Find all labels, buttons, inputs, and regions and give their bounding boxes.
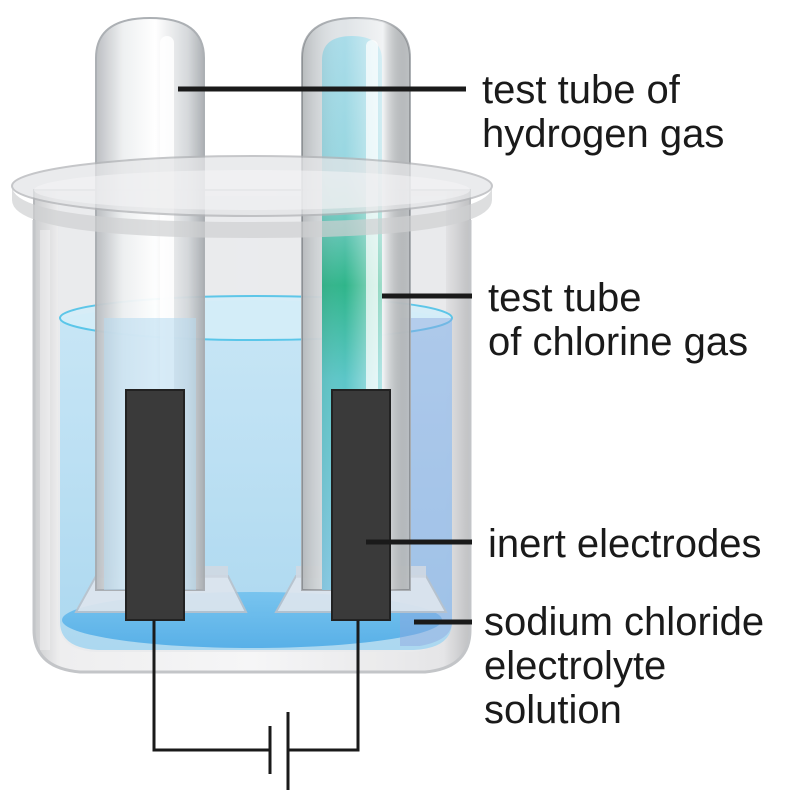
wire-left <box>152 620 270 752</box>
label-line: hydrogen gas <box>482 112 725 156</box>
label-hydrogen-test-tube: test tube of hydrogen gas <box>482 68 724 156</box>
glass-highlight <box>40 230 50 650</box>
label-line: test tube <box>488 276 642 320</box>
label-line: test tube of <box>482 68 680 112</box>
battery-cell <box>268 712 290 790</box>
label-inert-electrodes: inert electrodes <box>488 522 761 566</box>
wire-right <box>288 620 360 752</box>
label-line: electrolyte <box>484 644 667 688</box>
label-line: inert electrodes <box>488 522 762 566</box>
right-electrode <box>331 389 391 621</box>
external-circuit <box>152 620 360 752</box>
beaker-front-glass <box>32 220 472 674</box>
beaker-rim <box>11 155 493 238</box>
left-electrode <box>125 389 185 621</box>
label-electrolyte-solution: sodium chloride electrolyte solution <box>484 600 764 732</box>
label-line: sodium chloride <box>484 600 765 644</box>
leader-lines <box>178 86 472 625</box>
label-chlorine-test-tube: test tube of chlorine gas <box>488 276 748 364</box>
label-line: solution <box>484 688 622 732</box>
label-line: of chlorine gas <box>488 320 749 364</box>
